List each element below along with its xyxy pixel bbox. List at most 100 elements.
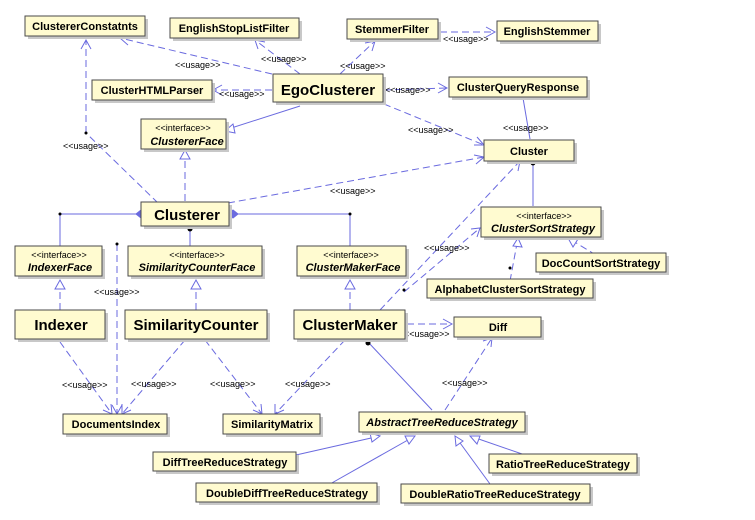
junction-dot bbox=[348, 212, 352, 216]
triangle-icon bbox=[344, 278, 356, 290]
class-doubledifftreereducestrategy[interactable]: DoubleDiffTreeReduceStrategy bbox=[195, 482, 380, 505]
dep-indexer-documentsindex bbox=[59, 341, 113, 415]
realization-egoclusterer-clustererface bbox=[224, 105, 301, 131]
usage-label: <<usage>> bbox=[330, 186, 376, 196]
arrowhead-icon bbox=[437, 82, 449, 94]
interface-similaritycounterface[interactable]: <<interface>> SimilarityCounterFace bbox=[127, 245, 265, 279]
usage-labels: <<usage>> <<usage>> <<usage>> <<usage>> … bbox=[62, 34, 549, 390]
class-name: AbstractTreeReduceStrategy bbox=[365, 417, 518, 429]
class-clustererconstatnts[interactable]: ClustererConstatnts bbox=[24, 15, 148, 39]
class-documentsindex[interactable]: DocumentsIndex bbox=[62, 413, 170, 437]
dep-simcounter-simmatrix bbox=[204, 339, 263, 415]
interface-stereotype: <<interface>> bbox=[516, 211, 572, 221]
class-name: ClusterHTMLParser bbox=[101, 85, 204, 97]
interface-stereotype: <<interface>> bbox=[31, 250, 87, 260]
class-name: Indexer bbox=[34, 317, 88, 334]
class-alphabetclustersortstrategy[interactable]: AlphabetClusterSortStrategy bbox=[426, 278, 596, 301]
junction-dot bbox=[58, 212, 62, 216]
class-name: SimilarityCounter bbox=[133, 317, 258, 334]
junction-dot bbox=[508, 266, 512, 270]
class-similaritycounter[interactable]: SimilarityCounter bbox=[124, 309, 270, 342]
connectors bbox=[54, 26, 597, 485]
class-englishstoplistfilter[interactable]: EnglishStopListFilter bbox=[169, 17, 302, 41]
usage-label: <<usage>> bbox=[404, 329, 450, 339]
class-name: DoubleDiffTreeReduceStrategy bbox=[206, 488, 369, 500]
usage-label: <<usage>> bbox=[442, 378, 488, 388]
interface-clustermakerface[interactable]: <<interface>> ClusterMakerFace bbox=[296, 245, 409, 279]
usage-label: <<usage>> bbox=[210, 379, 256, 389]
usage-label: <<usage>> bbox=[62, 380, 108, 390]
class-name: ClusterMakerFace bbox=[306, 262, 401, 274]
junction-dot bbox=[115, 242, 119, 246]
arrowhead-icon bbox=[254, 39, 266, 50]
assoc-queryresponse-cluster bbox=[522, 97, 531, 140]
dep-clustermaker-simmatrix bbox=[274, 339, 346, 415]
arrowhead-icon bbox=[80, 38, 92, 50]
class-doubleratiotreereducestrategy[interactable]: DoubleRatioTreeReduceStrategy bbox=[400, 483, 593, 506]
usage-label: <<usage>> bbox=[94, 287, 140, 297]
class-name: EnglishStemmer bbox=[504, 26, 592, 38]
class-name: Clusterer bbox=[154, 207, 220, 224]
triangle-icon bbox=[54, 278, 66, 290]
class-similaritymatrix[interactable]: SimilarityMatrix bbox=[222, 413, 323, 437]
class-name: DocCountSortStrategy bbox=[542, 258, 661, 270]
triangle-icon bbox=[512, 236, 523, 248]
class-name: DocumentsIndex bbox=[72, 419, 162, 431]
class-clusterer[interactable]: Clusterer bbox=[140, 201, 232, 229]
interface-stereotype: <<interface>> bbox=[323, 250, 379, 260]
usage-label: <<usage>> bbox=[424, 243, 470, 253]
interface-stereotype: <<interface>> bbox=[169, 250, 225, 260]
arrowhead-icon bbox=[470, 227, 481, 238]
class-name: ClustererFace bbox=[150, 136, 223, 148]
class-name: EnglishStopListFilter bbox=[179, 23, 290, 35]
class-egoclusterer[interactable]: EgoClusterer bbox=[272, 73, 386, 105]
usage-label: <<usage>> bbox=[285, 379, 331, 389]
class-englishstemmer[interactable]: EnglishStemmer bbox=[496, 20, 601, 44]
usage-label: <<usage>> bbox=[340, 61, 386, 71]
class-abstracttreereducestrategy[interactable]: AbstractTreeReduceStrategy bbox=[358, 411, 528, 435]
class-ratiotreereducestrategy[interactable]: RatioTreeReduceStrategy bbox=[488, 453, 640, 476]
dep-simcounter-documentsindex bbox=[121, 339, 186, 415]
dep-egoclusterer-stemmerfilter bbox=[339, 40, 376, 75]
junction-dot bbox=[84, 131, 88, 135]
assoc-clustermaker-abstracttree bbox=[367, 341, 433, 411]
class-name: DoubleRatioTreeReduceStrategy bbox=[409, 489, 581, 501]
arrowhead-icon bbox=[442, 318, 454, 330]
class-difftreereducestrategy[interactable]: DiffTreeReduceStrategy bbox=[152, 451, 299, 474]
interface-clustersortstrategy[interactable]: <<interface>> ClusterSortStrategy bbox=[480, 206, 604, 240]
interface-indexerface[interactable]: <<interface>> IndexerFace bbox=[14, 245, 105, 279]
class-doccountsortstrategy[interactable]: DocCountSortStrategy bbox=[535, 252, 669, 275]
arrowhead-icon bbox=[102, 403, 113, 415]
interface-clustererface[interactable]: <<interface>> ClustererFace bbox=[140, 118, 229, 152]
dep-clusterer-constatnts bbox=[85, 132, 159, 204]
class-name: RatioTreeReduceStrategy bbox=[496, 459, 631, 471]
usage-label: <<usage>> bbox=[385, 85, 431, 95]
triangle-icon bbox=[190, 278, 202, 290]
class-name: DiffTreeReduceStrategy bbox=[163, 457, 289, 469]
class-clusterqueryresponse[interactable]: ClusterQueryResponse bbox=[448, 76, 590, 100]
class-name: ClustererConstatnts bbox=[32, 21, 138, 33]
generalization-difftree bbox=[295, 435, 381, 456]
interface-stereotype: <<interface>> bbox=[155, 123, 211, 133]
class-clustermaker[interactable]: ClusterMaker bbox=[293, 309, 408, 342]
class-name: ClusterSortStrategy bbox=[491, 223, 596, 235]
dep-clusterer-cluster bbox=[227, 156, 485, 204]
triangle-icon bbox=[468, 435, 481, 445]
dep-egoclusterer-cluster bbox=[383, 103, 485, 146]
class-name: SimilarityMatrix bbox=[231, 419, 314, 431]
dep-clustermaker-sortstrategy bbox=[403, 227, 481, 293]
generalization-doubledifftree bbox=[329, 435, 416, 485]
class-stemmerfilter[interactable]: StemmerFilter bbox=[346, 18, 441, 42]
class-diff[interactable]: Diff bbox=[453, 316, 544, 340]
usage-label: <<usage>> bbox=[175, 60, 221, 70]
usage-label: <<usage>> bbox=[503, 123, 549, 133]
class-indexer[interactable]: Indexer bbox=[14, 309, 108, 342]
class-clusterhtmlparser[interactable]: ClusterHTMLParser bbox=[91, 79, 215, 103]
class-cluster[interactable]: Cluster bbox=[483, 139, 577, 164]
class-name: AlphabetClusterSortStrategy bbox=[435, 284, 587, 296]
class-name: EgoClusterer bbox=[281, 82, 375, 99]
class-name: ClusterMaker bbox=[302, 317, 397, 334]
triangle-icon bbox=[404, 435, 416, 445]
usage-label: <<usage>> bbox=[63, 141, 109, 151]
